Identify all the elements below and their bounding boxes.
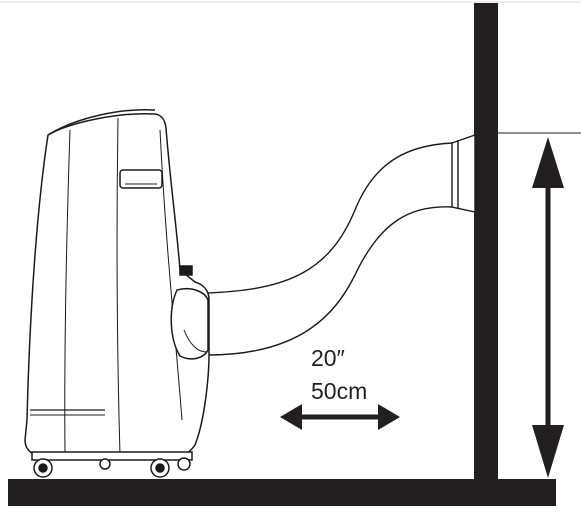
wall-icon [474, 3, 498, 480]
double-headed-vertical-arrow-icon [532, 137, 564, 478]
exhaust-hose-icon [206, 134, 476, 356]
clearance-cm-label: 50cm [311, 378, 368, 404]
floor-icon [8, 479, 556, 506]
clearance-inches-label: 20″ [311, 345, 345, 371]
double-headed-horizontal-arrow-icon [280, 404, 400, 430]
portable-air-conditioner-icon [24, 108, 210, 478]
